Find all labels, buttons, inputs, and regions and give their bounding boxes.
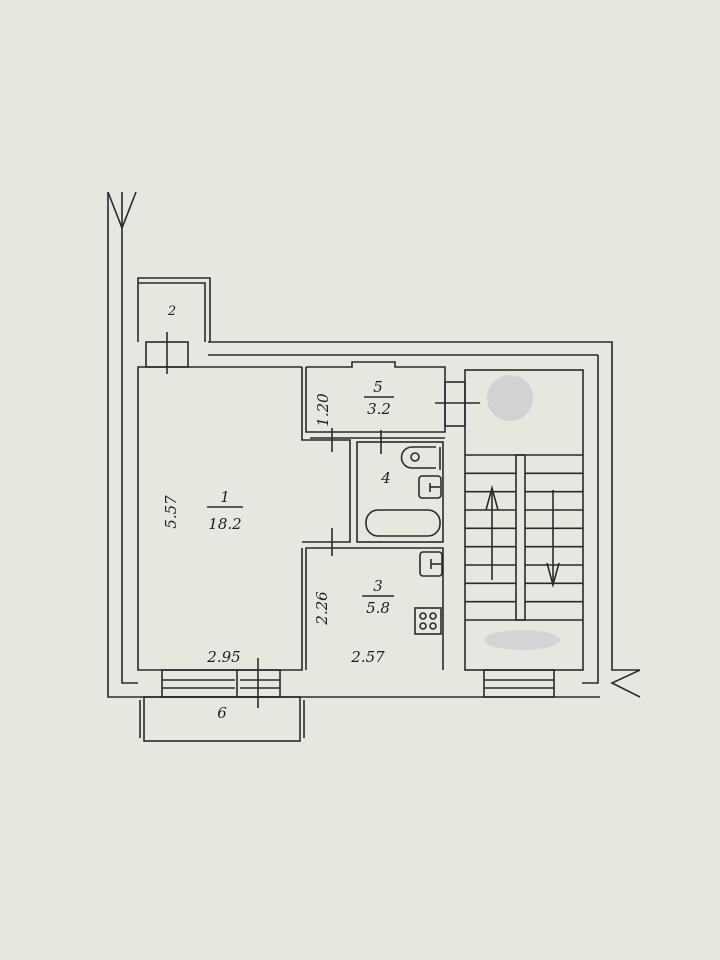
room-5: 5 3.2 1.20: [305, 361, 480, 439]
room-3-width: 2.57: [350, 648, 385, 666]
arrow-down-icon: [546, 490, 560, 589]
sink-icon: [418, 475, 442, 499]
break-line-right: [610, 669, 641, 698]
room-3: 3 5.8 2.26 2.57: [305, 547, 444, 670]
room-2: 2: [137, 277, 211, 374]
room-1-number: 1: [220, 488, 230, 506]
room-2-number: 2: [167, 304, 176, 319]
room-5-height: 1.20: [314, 393, 332, 427]
blurred-mark: [484, 630, 560, 650]
balcony-6: 6: [139, 696, 305, 742]
room-3-area: 5.8: [366, 599, 390, 617]
stove-icon: [414, 607, 442, 635]
bathtub-icon: [365, 509, 441, 537]
room-1: 1 18.2 5.57 2.95: [137, 366, 351, 671]
blurred-mark: [487, 375, 533, 421]
room-3-number: 3: [373, 577, 383, 595]
room-5-number: 5: [373, 378, 383, 396]
break-line-top: [107, 191, 137, 231]
room-1-width: 2.95: [206, 648, 240, 666]
room-5-area: 3.2: [367, 400, 391, 418]
room-4: 4: [356, 430, 444, 543]
outer-walls: [107, 191, 641, 698]
windows-bottom: [161, 658, 555, 708]
stairwell: [464, 369, 584, 671]
room-1-height: 5.57: [162, 495, 180, 529]
room-1-area: 18.2: [208, 515, 241, 533]
toilet-icon: [400, 446, 441, 470]
sink-icon: [419, 551, 443, 577]
room-4-number: 4: [380, 469, 391, 487]
room-3-height: 2.26: [313, 591, 331, 626]
arrow-up-icon: [485, 484, 499, 580]
room-6-number: 6: [217, 704, 227, 722]
door-opening: [444, 381, 466, 427]
